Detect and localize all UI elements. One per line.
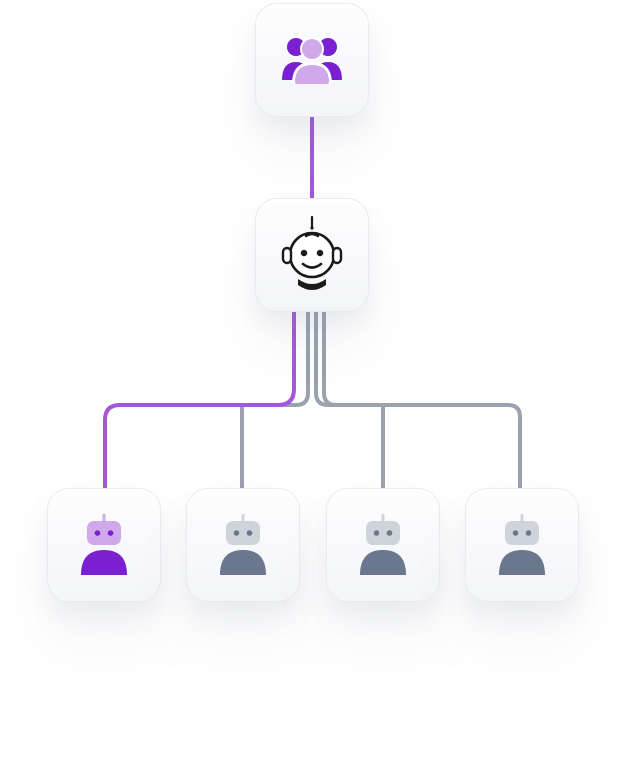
robot-agent-icon (499, 514, 545, 575)
edge-assistant-to-agent-1 (103, 312, 296, 488)
node-agent-3[interactable] (326, 488, 440, 602)
node-user-group[interactable] (255, 3, 369, 117)
node-agent-4[interactable] (465, 488, 579, 602)
edge-assistant-to-agent-4 (322, 312, 522, 488)
user-group-icon (282, 37, 342, 84)
node-agent-1[interactable] (47, 488, 161, 602)
node-agent-2[interactable] (186, 488, 300, 602)
node-assistant[interactable] (255, 198, 369, 312)
robot-assistant-icon (281, 215, 343, 290)
robot-agent-icon (220, 514, 266, 575)
robot-agent-icon (81, 514, 127, 575)
edge-assistant-to-agent-2 (240, 312, 310, 488)
robot-agent-icon (360, 514, 406, 575)
edge-assistant-to-agent-3 (314, 312, 385, 488)
